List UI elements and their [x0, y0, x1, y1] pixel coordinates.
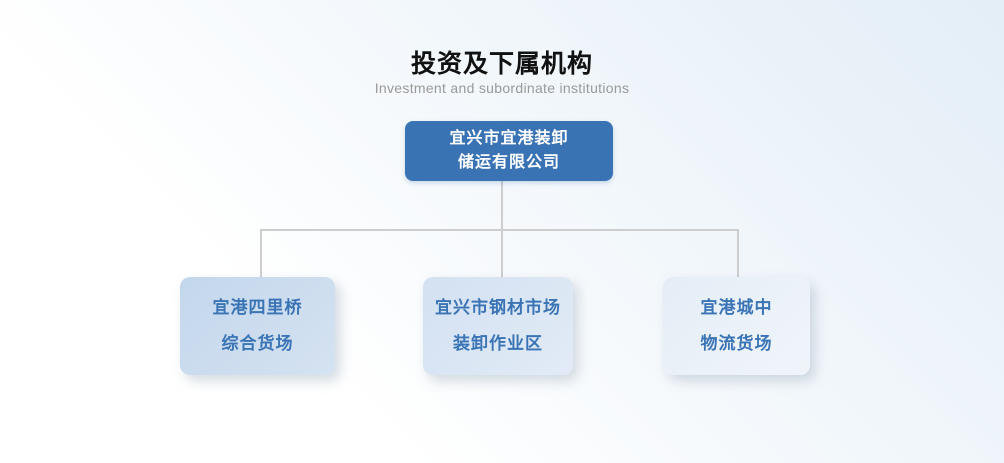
connector-horizontal-rail — [260, 229, 739, 231]
page-title: 投资及下属机构 — [410, 50, 593, 78]
org-node-child-silidu-yard: 宜港四里桥 综合货场 — [180, 277, 335, 375]
org-node-root-label-line1: 宜兴市宜港装卸 — [449, 130, 569, 147]
org-node-child3-label-line2: 物流货场 — [700, 334, 773, 353]
page-subtitle: Investment and subordinate institutions — [374, 80, 630, 96]
org-node-child-steel-market-area: 宜兴市钢材市场 装卸作业区 — [423, 277, 573, 375]
org-node-root: 宜兴市宜港装卸 储运有限公司 — [405, 121, 613, 181]
org-node-child1-label-line2: 综合货场 — [221, 334, 294, 353]
org-node-child-chengzhong-logistics: 宜港城中 物流货场 — [663, 277, 810, 375]
org-node-child3-label-line1: 宜港城中 — [700, 298, 773, 317]
connector-left-vertical — [260, 229, 262, 277]
org-node-child1-label-line1: 宜港四里桥 — [212, 298, 303, 317]
org-node-child2-label-line1: 宜兴市钢材市场 — [435, 298, 561, 317]
connector-right-vertical — [737, 229, 739, 277]
org-node-root-label-line2: 储运有限公司 — [457, 154, 560, 171]
org-node-child2-label-line2: 装卸作业区 — [453, 334, 543, 353]
